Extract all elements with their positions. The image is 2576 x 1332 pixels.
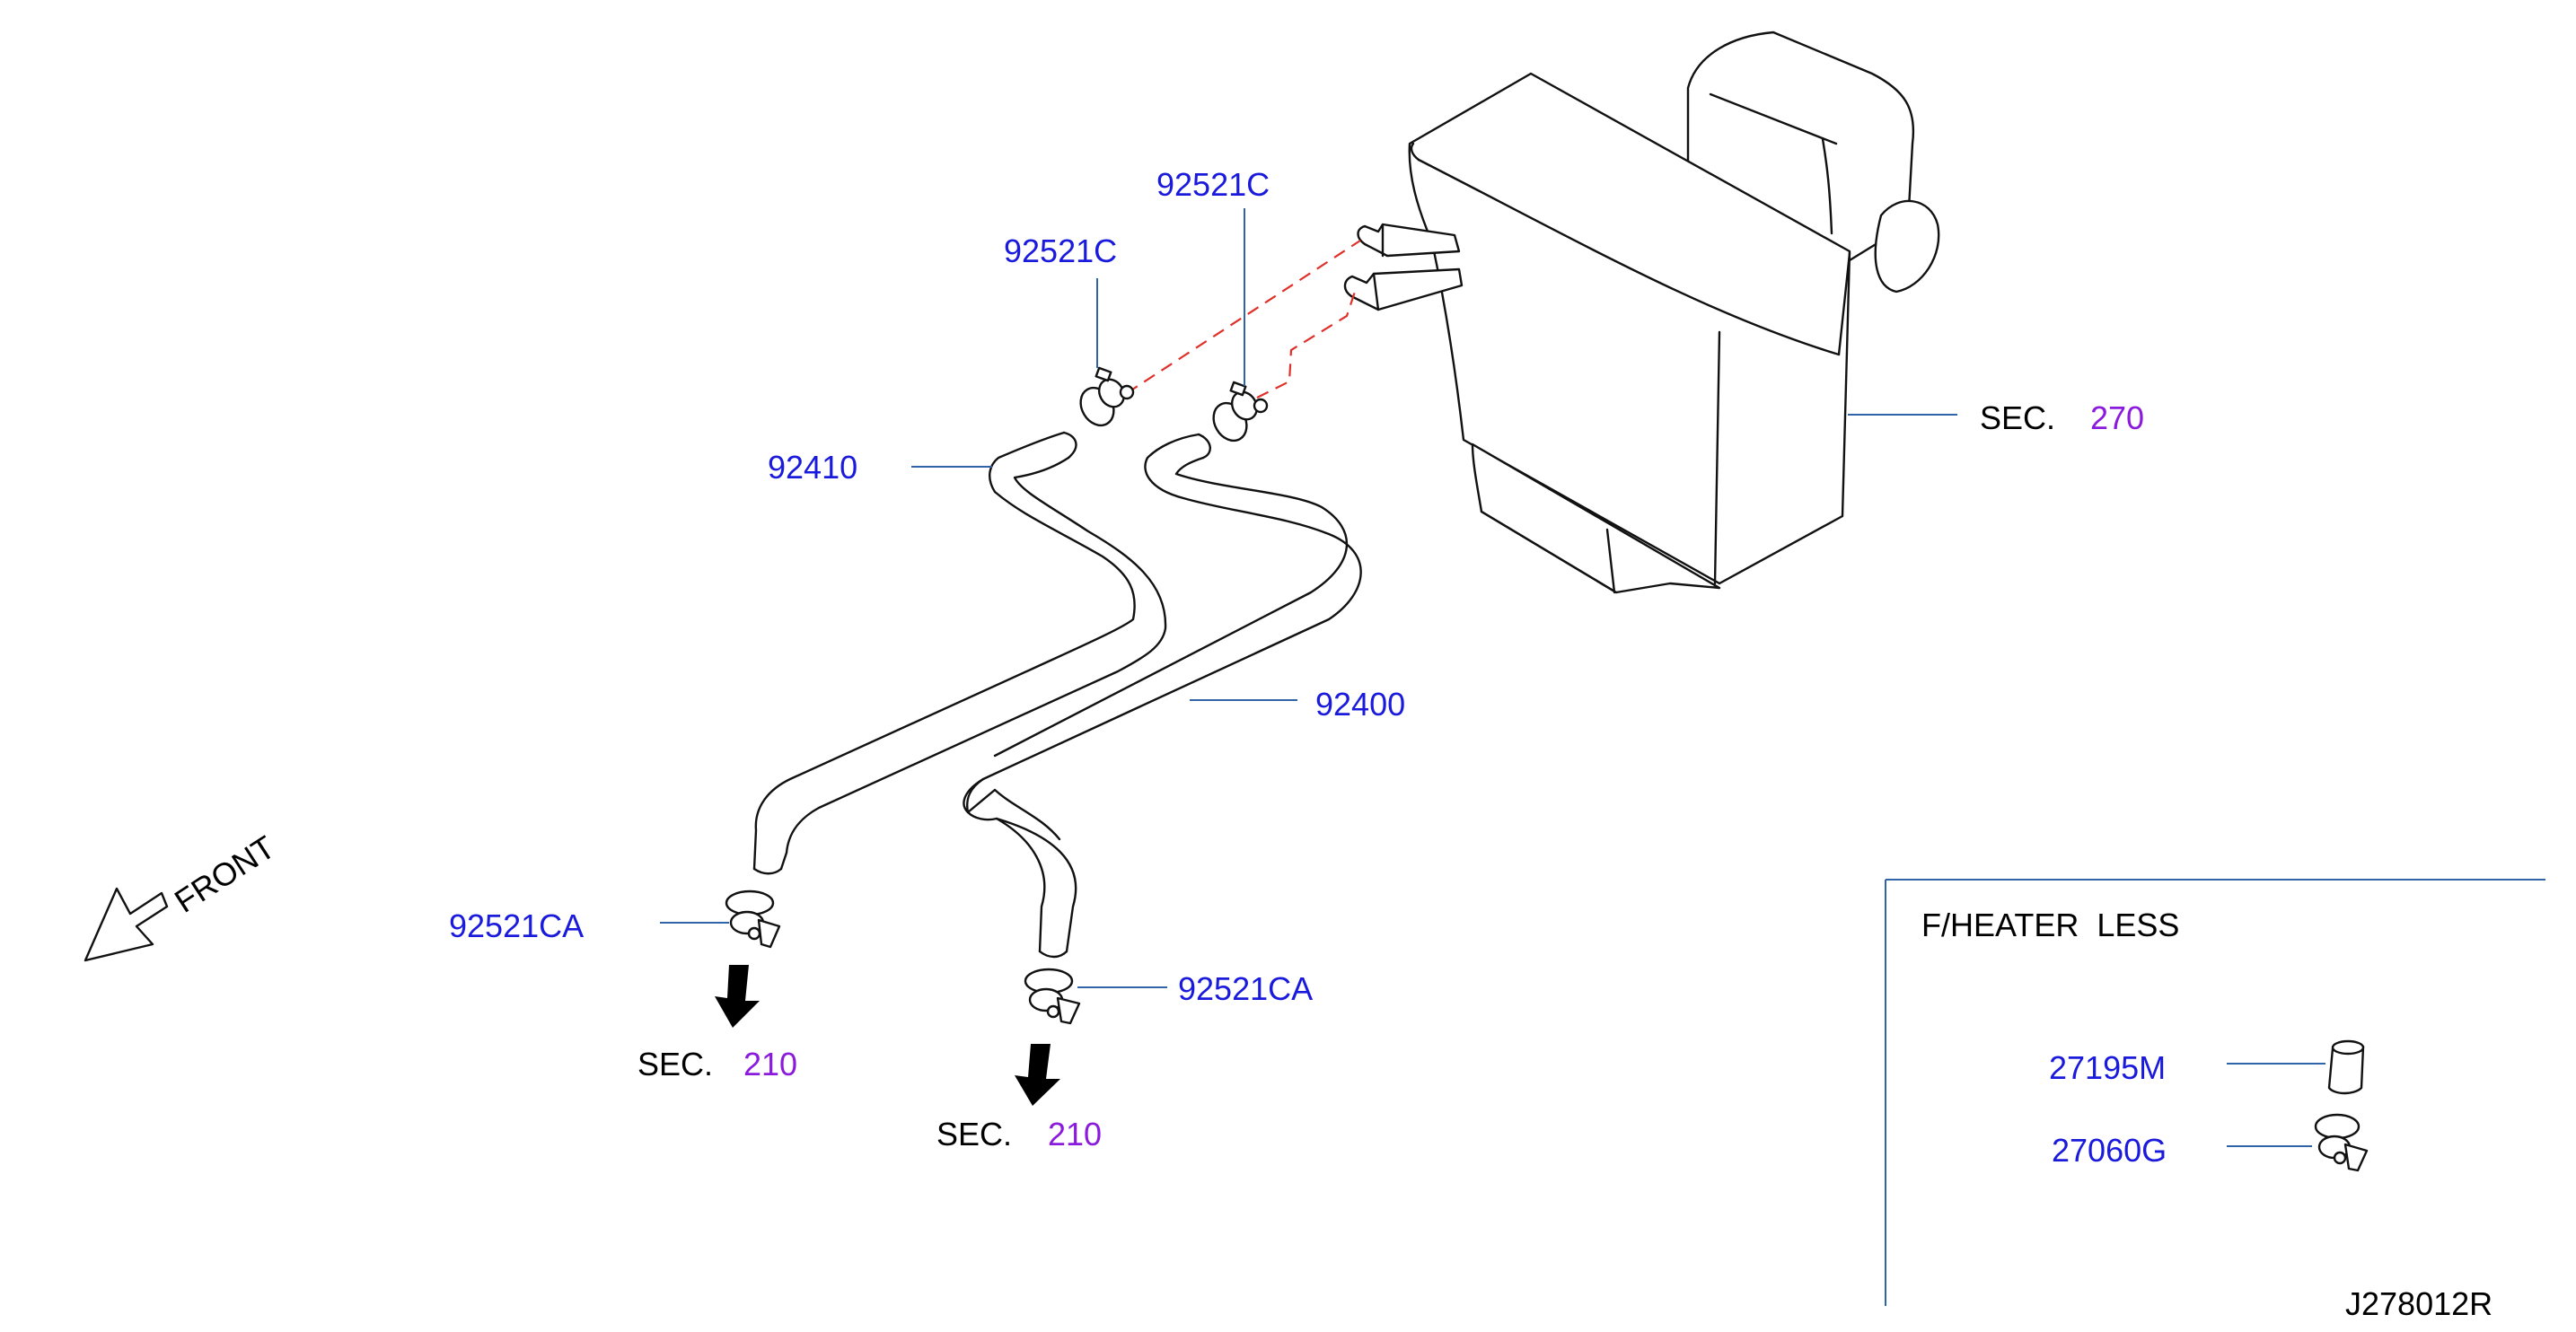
hose-92400-drawing [963,433,1362,959]
section-number[interactable]: 270 [2090,399,2144,436]
arrow-to-engine-right [1015,1044,1060,1106]
part-label-27060g[interactable]: 27060G [2052,1132,2167,1169]
part-label-92410[interactable]: 92410 [768,449,857,486]
section-ref-210-left: SEC. 210 [637,1046,797,1082]
section-ref-270: SEC. 270 [1980,399,2144,436]
section-prefix: SEC. [936,1116,1012,1152]
part-label-92521c-right[interactable]: 92521C [1156,166,1270,203]
section-ref-210-right: SEC. 210 [936,1116,1102,1152]
section-number[interactable]: 210 [743,1046,797,1082]
front-arrow-icon [84,887,169,962]
front-label: FRONT [168,828,281,920]
part-label-92521ca-right[interactable]: 92521CA [1178,970,1313,1007]
section-number[interactable]: 210 [1048,1116,1102,1152]
arrow-to-engine-left [715,965,760,1028]
clamp-ca-left-drawing [725,889,781,949]
inset-frame [1885,879,2545,1306]
clamp-c-right-drawing [1212,381,1269,443]
part-label-92521c-left[interactable]: 92521C [1004,232,1117,269]
section-prefix: SEC. [1980,399,2055,436]
drawing-id: J278012R [2345,1285,2492,1322]
clamp-c-left-drawing [1079,366,1135,427]
hose-92410-drawing [752,431,1167,875]
clamp-ca-right-drawing [1024,968,1081,1025]
inset-title: F/HEATER LESS [1921,907,2179,943]
part-label-92400[interactable]: 92400 [1315,686,1405,723]
heater-unit-drawing [1343,31,1940,594]
hose-connection-dashes [1126,240,1361,399]
part-label-27195m[interactable]: 27195M [2049,1049,2166,1086]
section-prefix: SEC. [637,1046,713,1082]
part-label-92521ca-left[interactable]: 92521CA [449,907,584,944]
leader-lines [660,208,2325,1147]
cap-27195m-drawing [2327,1039,2365,1095]
clamp-27060g-drawing [2314,1113,2369,1172]
